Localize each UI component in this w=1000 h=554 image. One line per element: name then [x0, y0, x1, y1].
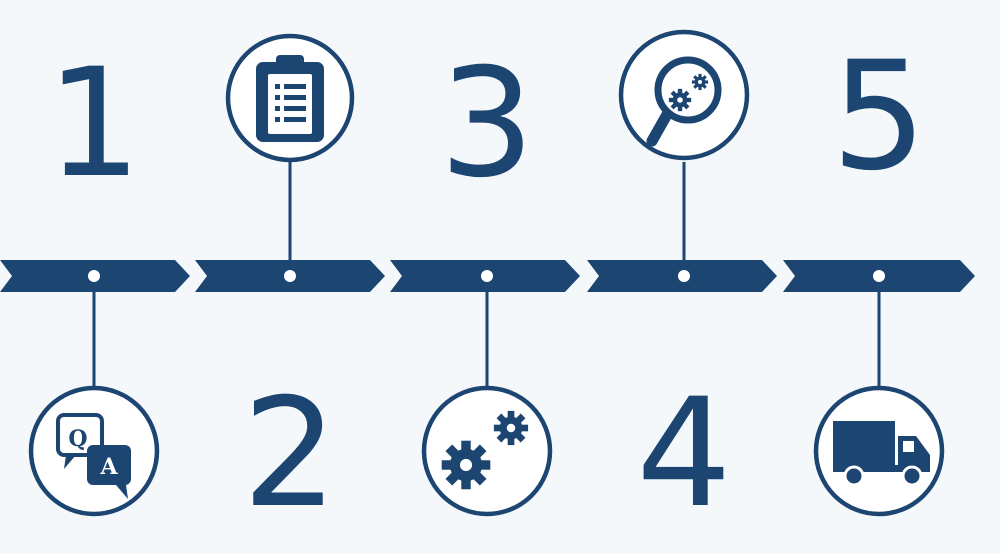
delivery-truck-icon — [813, 385, 945, 517]
gears-icon — [421, 385, 553, 517]
clipboard-checklist-icon — [225, 33, 355, 163]
step-number-1: 1 — [46, 37, 141, 211]
question-label: Q — [68, 426, 87, 452]
answer-label: A — [99, 454, 118, 480]
step-number-5: 5 — [831, 30, 926, 204]
step-number-3: 3 — [439, 37, 534, 211]
timeline-dot-2 — [284, 270, 296, 282]
step-number-2: 2 — [242, 367, 337, 541]
timeline-dot-3 — [481, 270, 493, 282]
timeline-dot-4 — [678, 270, 690, 282]
qa-chat-icon: Q A — [28, 385, 160, 517]
magnifier-gears-icon — [618, 29, 750, 161]
step-number-4: 4 — [636, 367, 731, 541]
timeline-dot-1 — [88, 270, 100, 282]
timeline-dot-5 — [873, 270, 885, 282]
